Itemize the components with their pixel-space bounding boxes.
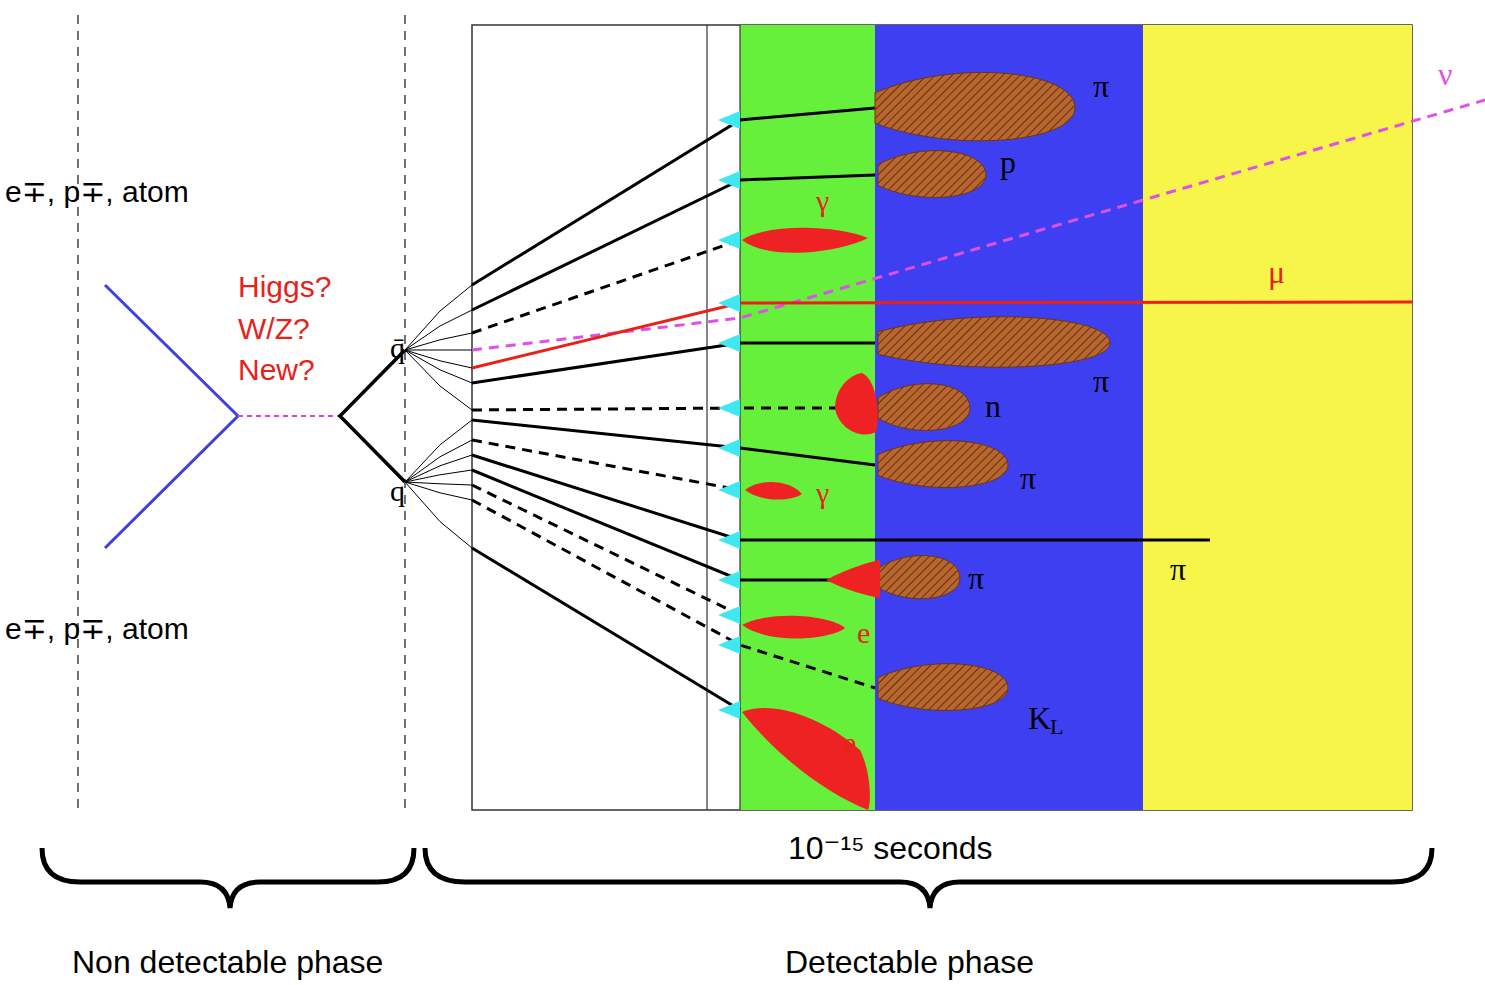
particle-track [472, 420, 875, 465]
hadron-branch [405, 455, 472, 482]
em-shower [742, 228, 868, 253]
particle-label: ν [1438, 58, 1452, 90]
boson-propagator [238, 415, 340, 417]
em-shower [742, 708, 870, 810]
hadron-branch [405, 310, 472, 350]
particle-track [472, 108, 875, 285]
quark-label: q̄ [390, 333, 405, 363]
particle-label: π [1093, 365, 1109, 397]
incoming-beams [105, 285, 238, 548]
hadron-shower [878, 151, 986, 198]
particle-label: π [1093, 70, 1109, 102]
particle-label: γ [816, 478, 829, 508]
quark-label: q [390, 476, 405, 506]
particle-label: p [1000, 146, 1016, 178]
em-shower [745, 482, 802, 499]
particle-track [472, 500, 875, 688]
particle-subscript: L [1050, 716, 1063, 738]
hadron-branch [405, 350, 472, 351]
phase-divider [77, 15, 79, 810]
particle-label: n [985, 390, 1001, 422]
hadron-branch [405, 350, 472, 410]
phase-divider [404, 15, 406, 810]
process-label: W/Z? [238, 314, 310, 344]
particle-label: e [843, 728, 856, 758]
tracker-hit [718, 636, 740, 654]
phase-bracket [42, 848, 414, 908]
process-label: Higgs? [238, 272, 331, 302]
particle-label: K [1028, 702, 1051, 734]
hadron-calorimeter [875, 25, 1143, 810]
tracker-hit [718, 294, 740, 312]
hadron-branch [405, 333, 472, 350]
particle-track [472, 440, 740, 490]
hadron-shower [875, 72, 1075, 140]
em-shower [742, 616, 845, 639]
particle-track [472, 408, 840, 410]
tracker-hit [718, 439, 740, 457]
beam-label: e∓, p∓, atom [5, 177, 189, 207]
showers [742, 72, 1110, 810]
hadron-branch [405, 470, 472, 482]
layer-border [739, 25, 740, 810]
tracker-layer [706, 25, 707, 810]
particle-label: γ [816, 186, 829, 216]
beam-label: e∓, p∓, atom [5, 614, 189, 644]
tracker-hit [718, 531, 740, 549]
particle-label: π [968, 562, 984, 594]
tracker-hit [718, 171, 740, 189]
tracker-hit [718, 571, 740, 589]
tracker-hit [718, 111, 740, 129]
hadron-branch [405, 482, 472, 500]
hadron-branch [405, 285, 472, 350]
em-shower [826, 560, 880, 598]
particle-tracks [472, 100, 1485, 719]
process-label: New? [238, 355, 315, 385]
particle-track [472, 240, 740, 333]
hadron-branch [405, 482, 472, 485]
time-label: 10⁻¹⁵ seconds [788, 832, 992, 864]
hadron-shower [878, 384, 970, 431]
hadron-branch [405, 440, 472, 482]
hadron-shower [878, 664, 1008, 711]
hadron-shower [878, 556, 960, 599]
particle-track [472, 302, 1412, 368]
hadron-branch [405, 350, 472, 383]
particle-label: π [1020, 462, 1036, 494]
em-shower [835, 373, 878, 435]
particle-track [472, 175, 875, 310]
particle-label: μ [1268, 256, 1285, 288]
particle-track [472, 548, 740, 710]
tracker-hit [718, 231, 740, 249]
tracker-hit [718, 481, 740, 499]
hadron-branch [405, 420, 472, 482]
tracker-hit [718, 606, 740, 624]
tracker-hit [718, 399, 740, 417]
tracker-hit [718, 701, 740, 719]
particle-track [472, 485, 740, 615]
hadron-shower [878, 317, 1110, 367]
particle-track [472, 455, 1210, 540]
phase-label: Non detectable phase [72, 946, 383, 978]
quark-lines [340, 350, 405, 482]
hadron-branch [405, 350, 472, 368]
phase-label: Detectable phase [785, 946, 1034, 978]
particle-track [472, 343, 875, 383]
hadron-shower [878, 441, 1008, 488]
particle-label: π [1170, 553, 1186, 585]
detector-frame [472, 25, 1412, 810]
particle-label: e [857, 618, 870, 648]
particle-track [472, 470, 830, 580]
tracker-hit [718, 334, 740, 352]
hadron-branch [405, 482, 472, 548]
hadronisation-fan [405, 285, 472, 548]
muon-chamber [1143, 25, 1412, 810]
